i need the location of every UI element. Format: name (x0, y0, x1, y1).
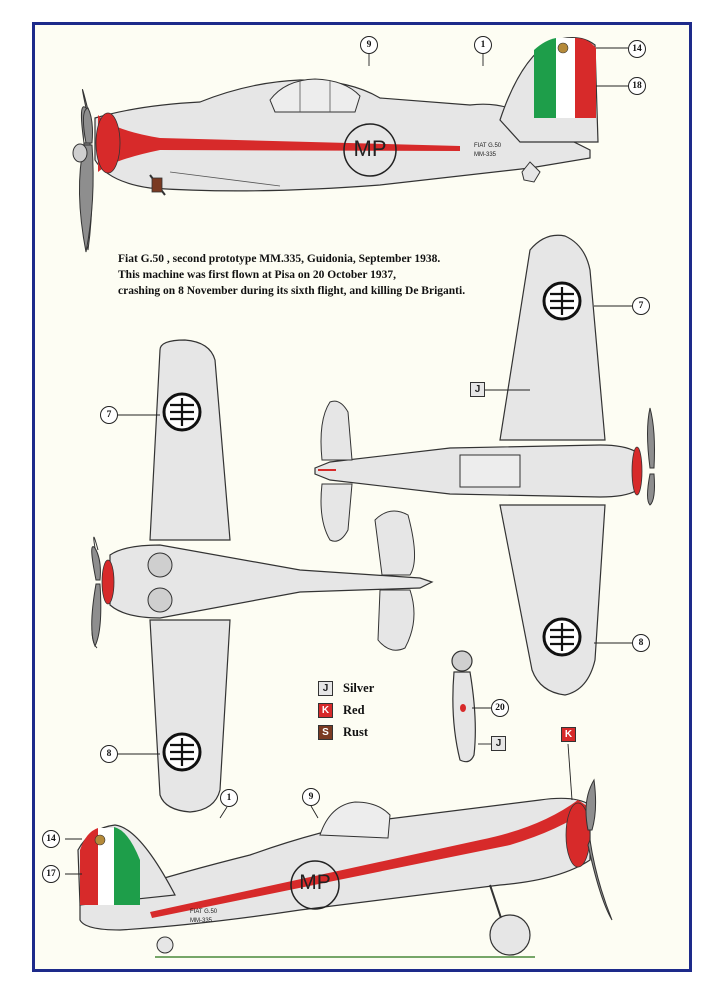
legend-rust-swatch: S (318, 724, 333, 740)
propeller-upper (647, 407, 655, 506)
serial-top: MM-335 (474, 152, 497, 158)
callout-9-bottom: 9 (302, 788, 320, 806)
upper-plan-view (314, 234, 655, 696)
tail-flag-green-top (534, 38, 556, 118)
callout-1-top: 1 (474, 36, 492, 54)
fuselage-underside (109, 544, 434, 619)
callout-7-left: 7 (100, 406, 118, 424)
tail-type-top: FIAT G.50 (474, 143, 502, 149)
legend-rust-label: Rust (343, 724, 369, 739)
callout-9-top: 9 (360, 36, 378, 54)
canopy-bottom-profile (319, 801, 391, 839)
callout-18: 18 (628, 77, 646, 95)
tag-j-propeller: J (491, 736, 506, 751)
lower-wing-upper-half (149, 339, 231, 541)
callout-7-right: 7 (632, 297, 650, 315)
canopy-top-profile (269, 78, 361, 113)
tail-type-bottom: FIAT G.50 (190, 909, 218, 915)
main-wheel-bottom (489, 914, 531, 956)
leader-lines (65, 47, 632, 875)
fuselage-code-top: MP (353, 136, 387, 161)
callout-20: 20 (491, 699, 509, 717)
red-fuselage-stripe-bottom (150, 800, 590, 918)
legend-silver: J Silver (318, 679, 375, 696)
serial-bottom: MM-335 (190, 918, 213, 924)
upper-wing-bottom-half (499, 504, 606, 696)
legend-silver-swatch: J (318, 680, 333, 696)
caption-line-2: This machine was first flown at Pisa on … (118, 269, 397, 281)
upper-wing-top-half (499, 234, 606, 441)
callout-1-bottom: 1 (220, 789, 238, 807)
roundel-mp-bottom (290, 860, 340, 910)
propeller-underside (91, 546, 102, 648)
side-profile-top (72, 37, 599, 253)
underside-plan-view (91, 339, 434, 813)
caption: Fiat G.50 , second prototype MM.335, Gui… (118, 251, 498, 299)
callout-8-right: 8 (632, 634, 650, 652)
tag-k-nose: K (561, 727, 576, 742)
legend-rust: S Rust (318, 723, 369, 740)
fuselage-code-bottom: MP (299, 871, 331, 894)
tag-j-upper-wing: J (470, 382, 485, 397)
caption-line-3: crashing on 8 November during its sixth … (118, 285, 466, 297)
callout-14-top: 14 (628, 40, 646, 58)
propeller-bottom-profile (585, 778, 613, 921)
tail-flag-red-bottom (80, 828, 98, 905)
propeller-detail (451, 650, 476, 763)
fuselage-top-profile (94, 79, 591, 192)
lower-wing-lower-half (149, 619, 231, 813)
caption-line-1: Fiat G.50 , second prototype MM.335, Gui… (118, 253, 441, 265)
roundel-mp-top (343, 123, 397, 177)
callout-14-bottom: 14 (42, 830, 60, 848)
legend-silver-label: Silver (343, 680, 375, 695)
side-profile-bottom (77, 778, 613, 958)
legend-red-swatch: K (318, 702, 333, 718)
legend-red-label: Red (343, 702, 365, 717)
legend-red: K Red (318, 701, 365, 718)
callout-17: 17 (42, 865, 60, 883)
callout-8-left: 8 (100, 745, 118, 763)
red-fuselage-stripe-top (98, 115, 460, 172)
